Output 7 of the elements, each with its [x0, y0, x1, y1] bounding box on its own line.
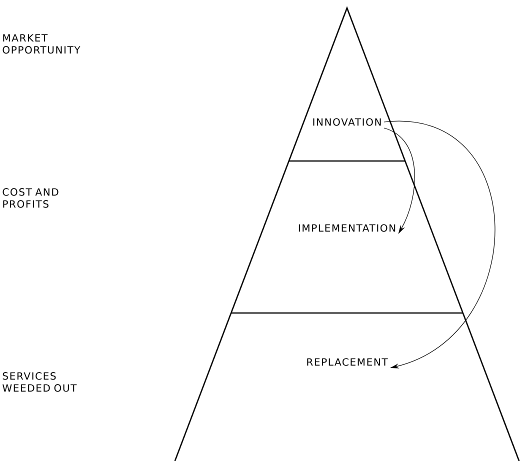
side-label: SERVICES WEEDED OUT: [2, 372, 77, 392]
side-label: COST AND PROFITS: [2, 188, 58, 208]
pyramid-band: REPLACEMENT: [174, 312, 520, 461]
pyramid-band: IMPLEMENTATION: [230, 160, 464, 314]
side-label: MARKET OPPORTUNITY: [2, 34, 80, 54]
curved-arrow: [384, 122, 496, 368]
pyramid-band: INNOVATION: [288, 6, 406, 162]
